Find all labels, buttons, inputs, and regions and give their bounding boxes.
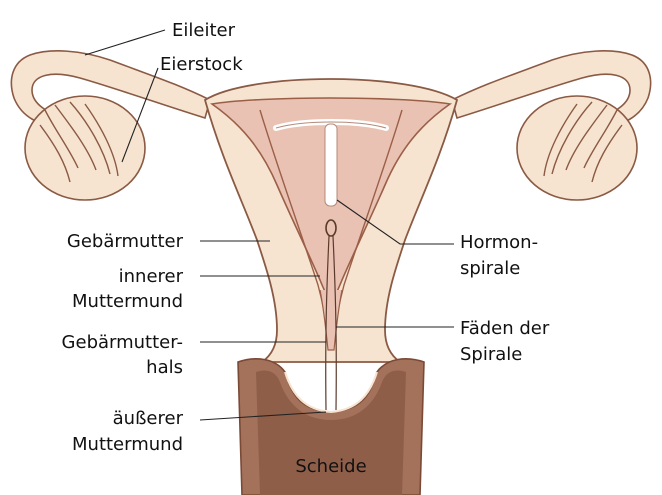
label-hals-line1: Gebärmutter- xyxy=(62,332,183,353)
label-eierstock: Eierstock xyxy=(160,54,243,75)
leader-eileiter xyxy=(85,30,165,55)
label-innerer-line1: innerer xyxy=(119,266,184,287)
label-aeusserer-line1: äußerer xyxy=(113,408,184,429)
iud-stem xyxy=(325,124,337,206)
label-hormon-line2: spirale xyxy=(460,258,520,279)
label-gebaermutter: Gebärmutter xyxy=(67,231,184,252)
label-hals-line2: hals xyxy=(146,357,183,378)
label-faeden-line1: Fäden der xyxy=(460,318,550,339)
label-innerer-line2: Muttermund xyxy=(72,291,183,312)
label-hormon-line1: Hormon- xyxy=(460,232,538,253)
label-faeden-line2: Spirale xyxy=(460,344,522,365)
label-scheide: Scheide xyxy=(295,456,366,477)
label-eileiter: Eileiter xyxy=(172,20,236,41)
label-aeusserer-line2: Muttermund xyxy=(72,434,183,455)
